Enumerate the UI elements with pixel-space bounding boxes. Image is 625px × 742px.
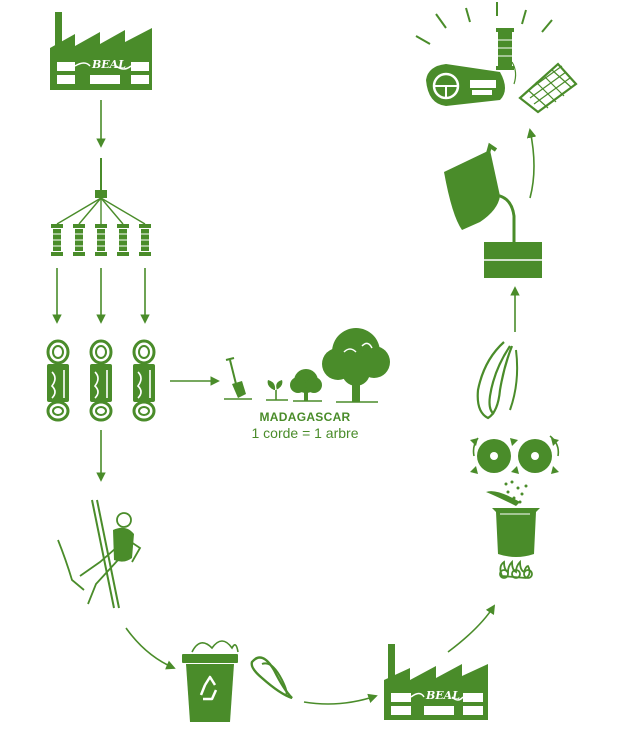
recycling-bin-icon xyxy=(182,640,239,722)
rope-coils-icon xyxy=(46,339,157,422)
factory-brand-label-bottom: BEAL xyxy=(425,689,460,702)
shredder-icon xyxy=(470,341,560,474)
arrow-bin-to-factory xyxy=(303,693,378,705)
melting-pot-icon xyxy=(486,491,540,579)
factory-brand-label: BEAL xyxy=(91,58,126,71)
rope-scrap-icon xyxy=(250,656,293,700)
arrow-climber-to-bin xyxy=(125,627,176,670)
mold-icon xyxy=(444,142,542,278)
tree-planting-icon xyxy=(224,328,390,403)
recycled-products-icon xyxy=(415,2,578,114)
factory-icon-bottom: BEAL xyxy=(384,644,488,720)
madagascar-title: MADAGASCAR xyxy=(260,410,351,424)
arrow-mold-to-products xyxy=(526,128,537,199)
madagascar-subtitle: 1 corde = 1 arbre xyxy=(251,425,358,441)
arrow-factory-to-pot xyxy=(447,604,496,653)
factory-icon-top: BEAL xyxy=(50,12,152,90)
spools-icon xyxy=(51,158,152,257)
climber-icon xyxy=(57,499,142,609)
